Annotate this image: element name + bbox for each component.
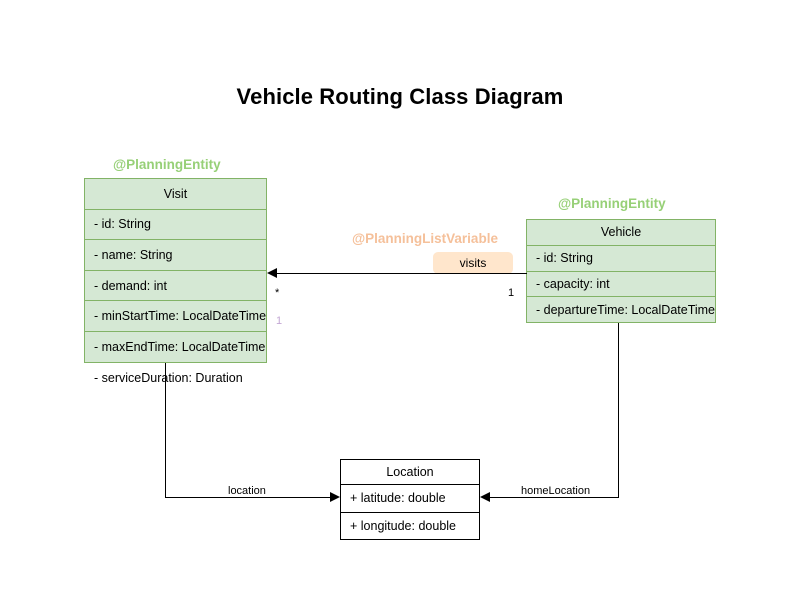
class-attribute: + latitude: double	[341, 485, 479, 513]
visits-multiplicity-target: *	[275, 287, 280, 299]
class-box-visit[interactable]: Visit - id: String - name: String - dema…	[84, 178, 267, 385]
vehicle-stereotype-label: @PlanningEntity	[558, 196, 666, 211]
class-name-location: Location	[341, 460, 479, 485]
class-attribute: - serviceDuration: Duration	[94, 370, 243, 385]
class-attribute: + longitude: double	[350, 519, 456, 534]
home-location-edge-vertical	[618, 323, 619, 498]
class-attribute: - id: String	[85, 210, 266, 241]
location-edge-vertical	[165, 363, 166, 498]
page-title: Vehicle Routing Class Diagram	[236, 84, 564, 109]
location-edge-label: location	[225, 485, 269, 497]
home-location-edge-arrowhead	[480, 492, 490, 502]
class-box-vehicle[interactable]: Vehicle - id: String - capacity: int - d…	[526, 219, 716, 323]
class-box-location[interactable]: Location + latitude: double + longitude:…	[340, 459, 480, 540]
home-location-edge-label: homeLocation	[518, 485, 594, 497]
visits-multiplicity-target-secondary: 1	[276, 315, 283, 327]
class-attribute: - maxEndTime: LocalDateTime	[85, 332, 266, 363]
class-attribute: - departureTime: LocalDateTime	[536, 303, 715, 318]
visits-multiplicity-source: 1	[508, 287, 515, 299]
class-attribute: - name: String	[85, 240, 266, 271]
visits-edge-line	[277, 273, 527, 274]
class-attribute: - demand: int	[85, 271, 266, 302]
class-name-visit: Visit	[85, 179, 266, 210]
visit-stereotype-label: @PlanningEntity	[113, 157, 221, 172]
location-edge-arrowhead	[330, 492, 340, 502]
location-edge-horizontal	[165, 497, 331, 498]
class-attribute: - capacity: int	[527, 272, 715, 298]
class-name-vehicle: Vehicle	[527, 220, 715, 246]
class-attribute: - minStartTime: LocalDateTime	[85, 301, 266, 332]
class-attribute: - id: String	[527, 246, 715, 272]
visits-stereotype-label: @PlanningListVariable	[352, 231, 498, 246]
visits-relation-chip: visits	[433, 252, 513, 274]
visits-edge-arrowhead	[267, 268, 277, 278]
home-location-edge-horizontal	[490, 497, 619, 498]
